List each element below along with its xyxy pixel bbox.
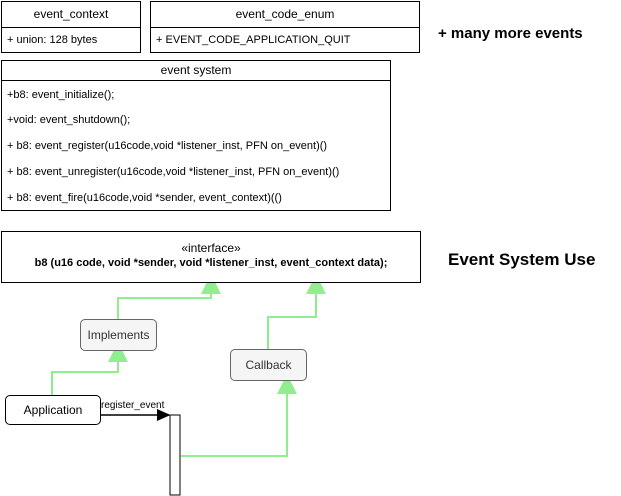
event-context-title: event_context xyxy=(2,2,140,28)
application-to-implements-arrow xyxy=(51,342,128,396)
interface-stereotype: «interface» xyxy=(181,241,241,255)
event-context-class: event_context + union: 128 bytes xyxy=(1,1,141,53)
implements-to-interface-arrow xyxy=(117,274,221,319)
method-event-fire: + b8: event_fire(u16code,void *sender, e… xyxy=(7,192,282,204)
event-code-enum-class: event_code_enum + EVENT_CODE_APPLICATION… xyxy=(150,1,420,53)
application-node: Application xyxy=(5,395,101,425)
section-title: Event System Use xyxy=(448,250,596,269)
register-event-label: register_event xyxy=(101,400,165,411)
event-context-field: + union: 128 bytes xyxy=(7,34,98,46)
callback-to-interface-arrow xyxy=(267,274,326,349)
activation-bar xyxy=(169,414,181,496)
interface-box: «interface» b8 (u16 code, void *sender, … xyxy=(1,231,421,283)
more-events-note: + many more events xyxy=(438,25,583,42)
interface-signature: b8 (u16 code, void *sender, void *listen… xyxy=(34,257,388,269)
method-event-register: + b8: event_register(u16code,void *liste… xyxy=(7,140,328,152)
event-code-enum-field: + EVENT_CODE_APPLICATION_QUIT xyxy=(156,34,351,46)
method-event-unregister: + b8: event_unregister(u16code,void *lis… xyxy=(7,166,340,178)
implements-node: Implements xyxy=(80,319,157,351)
event-system-class: event system +b8: event_initialize(); +v… xyxy=(1,60,391,211)
activation-to-callback-arrow xyxy=(181,374,297,457)
method-event-shutdown: +void: event_shutdown(); xyxy=(7,114,131,126)
event-code-enum-title: event_code_enum xyxy=(151,2,419,28)
method-event-initialize: +b8: event_initialize(); xyxy=(7,89,115,101)
callback-node: Callback xyxy=(230,349,307,381)
event-system-title: event system xyxy=(2,61,390,81)
